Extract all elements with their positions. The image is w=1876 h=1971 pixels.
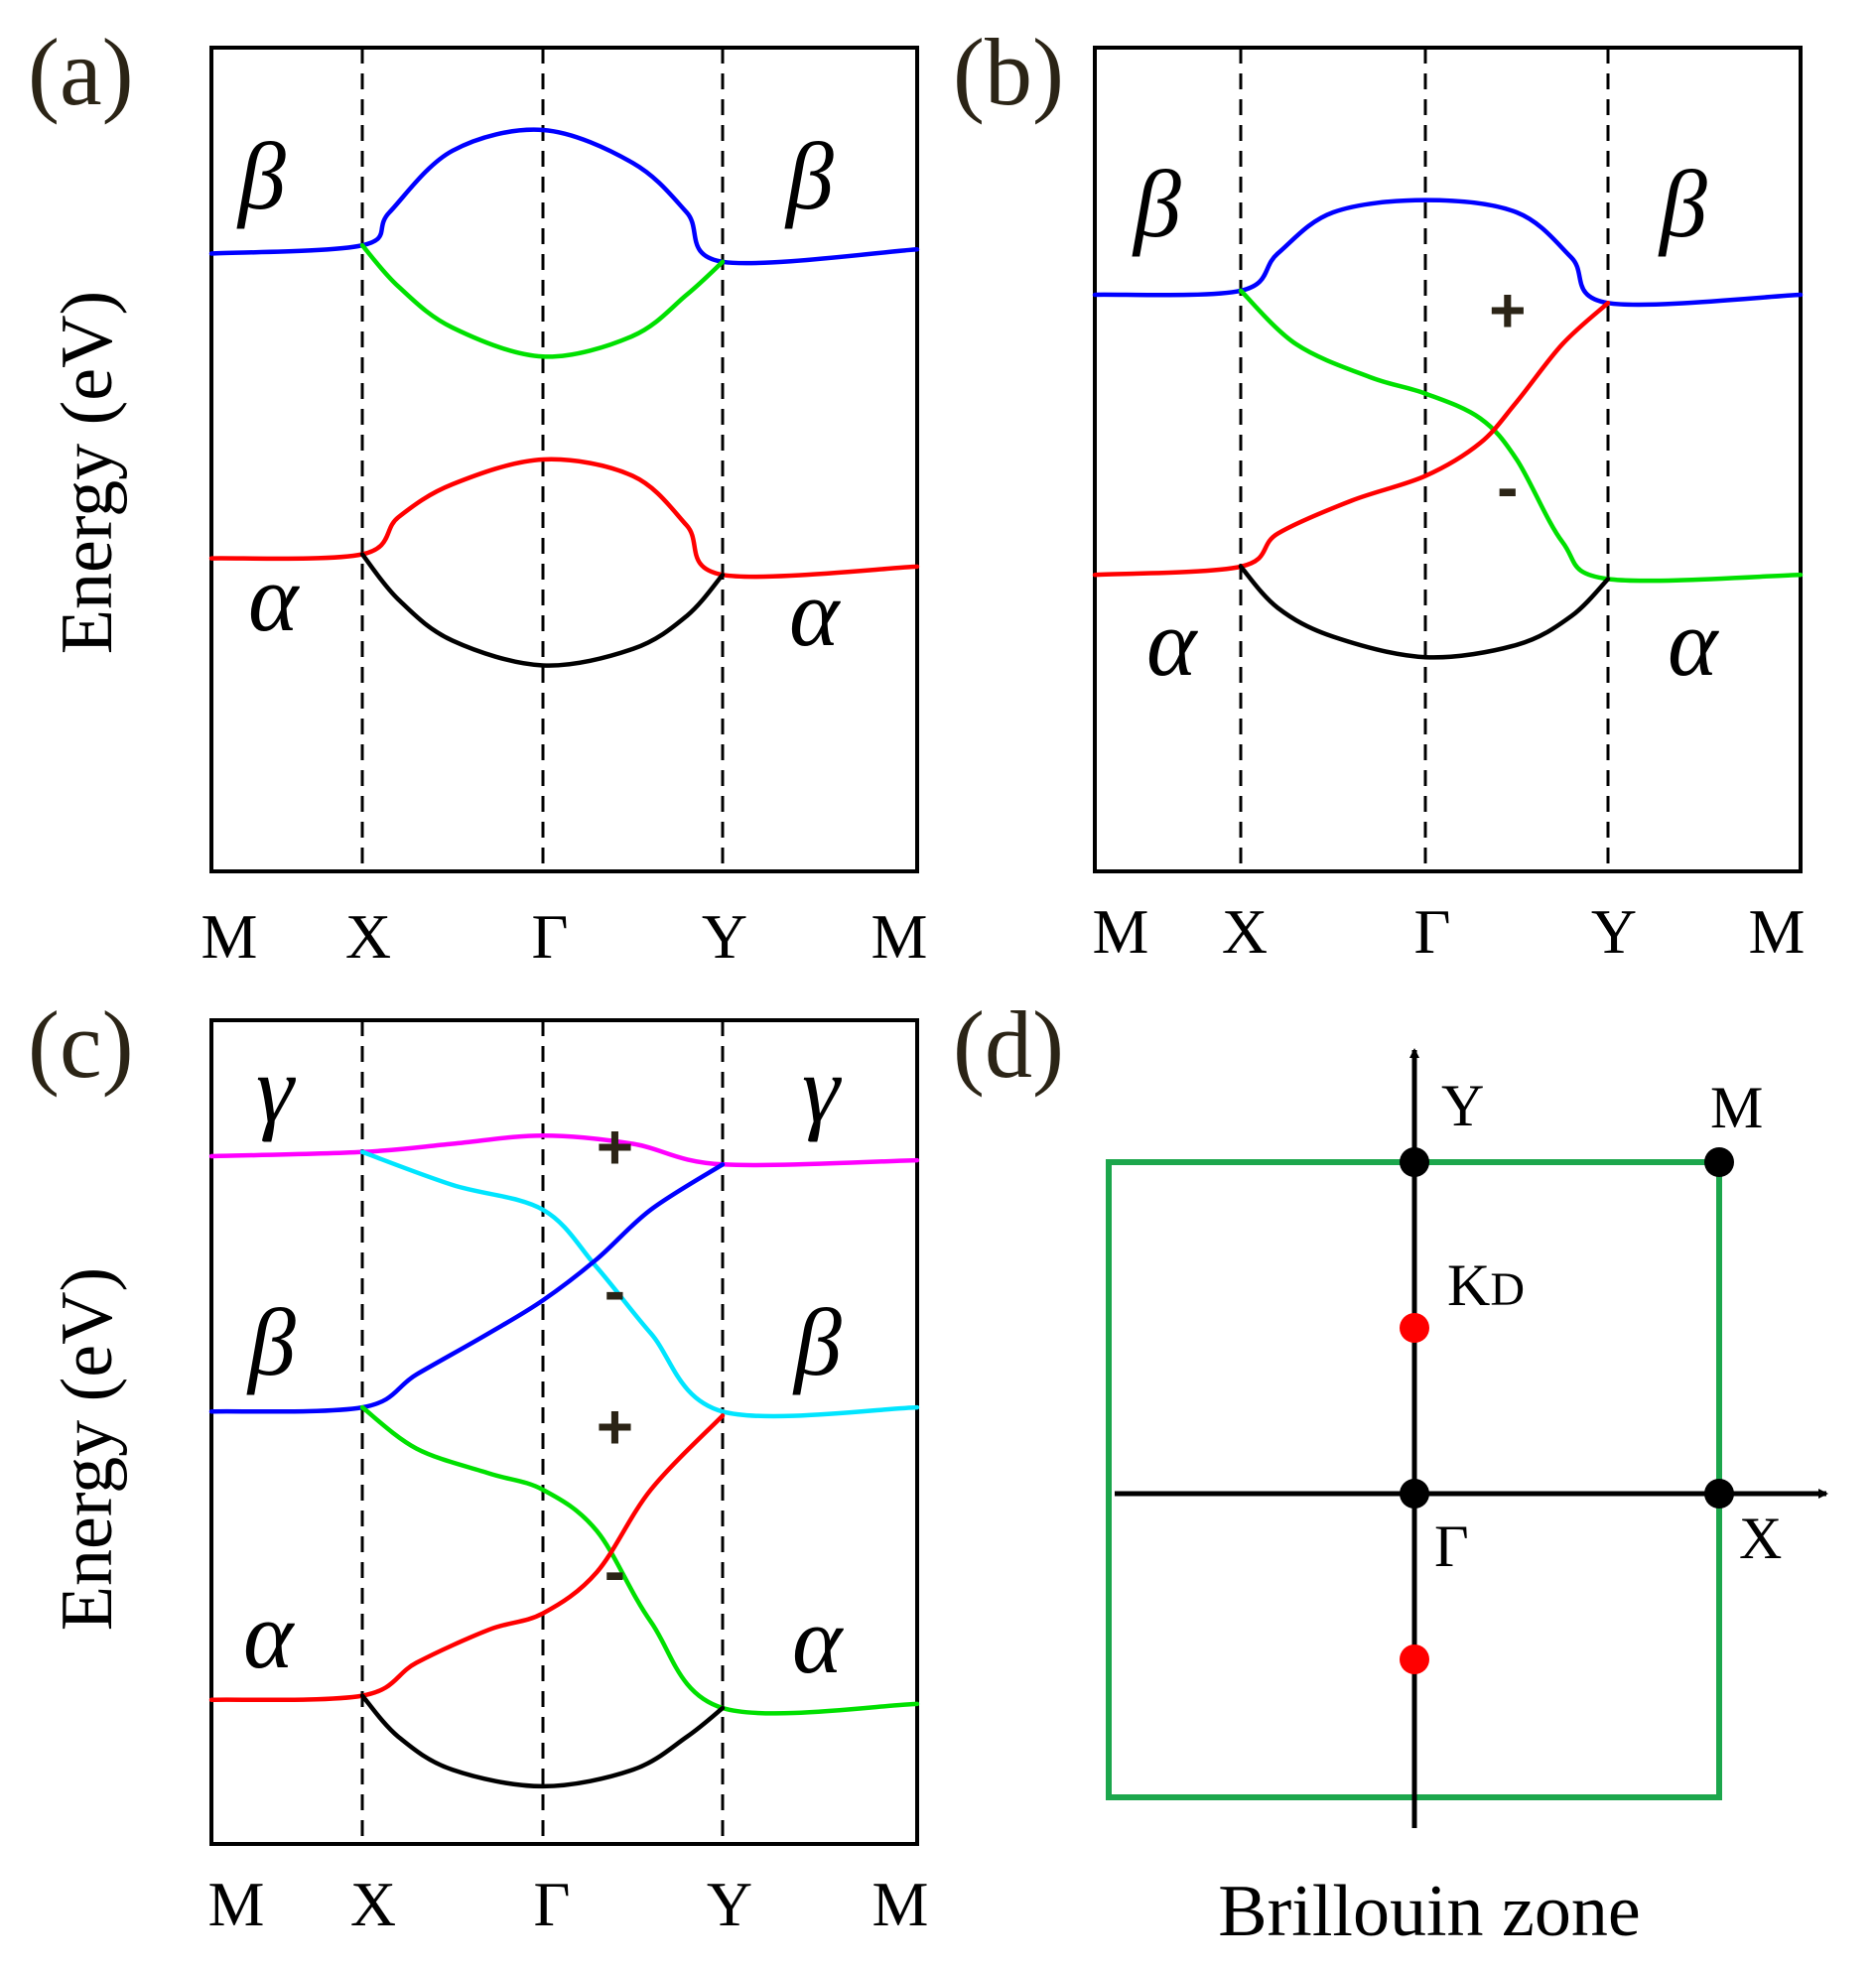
panel-c-parity-sign-1: - (604, 1255, 625, 1327)
bz-label-kd: KD (1447, 1252, 1525, 1318)
bz-label-k-subscript: D (1490, 1263, 1525, 1316)
panel-c-tick-m-right: M (872, 1869, 929, 1939)
panel-c-band-2 (208, 1162, 726, 1414)
panel-c-band-0 (208, 1132, 920, 1168)
panel-b-tick-m-right: M (1749, 896, 1806, 967)
bz-point-x (1704, 1479, 1734, 1509)
panel-a-label-beta-right: β (784, 123, 834, 229)
panel-c-tick-x: X (350, 1869, 396, 1939)
panel-c-band-3 (359, 1404, 920, 1716)
panel-c-label-gamma-left: γ (256, 1036, 296, 1142)
panel-b-frame (1093, 46, 1803, 873)
panel-c-label-gamma-right: γ (802, 1036, 842, 1142)
panel-c-frame (209, 1018, 919, 1846)
panel-c-tick-y: Y (707, 1869, 752, 1939)
panel-a-tick-gamma: Γ (532, 901, 569, 972)
bz-label-gamma: Γ (1434, 1513, 1469, 1579)
panel-c-band-structure: + - + - M X Γ Y M γ γ β β α α (208, 1018, 929, 1939)
panel-c-parity-sign-0: + (597, 1111, 633, 1182)
panel-a-frame (209, 46, 919, 873)
panel-b-label-beta-left: β (1132, 151, 1181, 257)
bz-label-x: X (1739, 1506, 1782, 1571)
panel-c-label-beta-right: β (792, 1289, 842, 1395)
panel-c-band-5 (359, 1693, 726, 1789)
bz-point-m (1704, 1147, 1734, 1177)
y-axis-label-bottom: Energy (eV) (47, 1267, 128, 1631)
panel-c-parity-sign-3: - (604, 1535, 625, 1607)
bz-point-dirac-lower (1400, 1644, 1429, 1674)
panel-b-band-2 (1092, 301, 1611, 578)
panel-c-band-1 (359, 1149, 920, 1419)
bz-label-k: K (1447, 1252, 1490, 1318)
panel-d-brillouin-zone: Y M KD Γ X Brillouin zone (1106, 1048, 1828, 1952)
bz-point-gamma (1400, 1479, 1429, 1509)
panel-a-tick-x: X (345, 901, 391, 972)
panel-a-band-structure: M X Γ Y M β β α α (201, 46, 928, 972)
panel-b-parity-sign-0: + (1489, 274, 1526, 345)
panel-b-label-beta-right: β (1658, 151, 1707, 257)
panel-a-band-3 (359, 552, 726, 668)
panel-a-label-alpha-left: α (248, 545, 300, 651)
panel-b-band-structure: + - M X Γ Y M β β α α (1092, 46, 1806, 967)
bz-title: Brillouin zone (1218, 1871, 1640, 1952)
panel-b-label: (b) (953, 19, 1064, 125)
bz-point-dirac-upper (1400, 1313, 1429, 1343)
panel-b-tick-y: Y (1591, 896, 1637, 967)
panel-c-label-alpha-right: α (792, 1587, 844, 1693)
panel-c-parity-sign-2: + (597, 1391, 633, 1463)
panel-a-label: (a) (28, 19, 134, 125)
panel-c-label-beta-left: β (246, 1289, 296, 1395)
panel-a-band-1 (359, 242, 726, 359)
y-axis-label-top: Energy (eV) (47, 291, 128, 654)
panel-c-label: (c) (28, 991, 134, 1098)
panel-d-label: (d) (953, 991, 1064, 1098)
panel-a-tick-y: Y (702, 901, 747, 972)
panel-b-tick-x: X (1222, 896, 1268, 967)
bz-label-m: M (1710, 1075, 1763, 1140)
bz-label-y: Y (1441, 1073, 1484, 1138)
panel-b-tick-m-left: M (1093, 896, 1149, 967)
panel-c-tick-gamma: Γ (534, 1869, 571, 1939)
panel-a-tick-m-right: M (871, 901, 928, 972)
panel-b-parity-sign-1: - (1497, 452, 1518, 523)
bz-point-y (1400, 1147, 1429, 1177)
panel-a-label-beta-left: β (236, 123, 286, 229)
panel-b-label-alpha-left: α (1146, 590, 1198, 696)
panel-b-tick-gamma: Γ (1414, 896, 1451, 967)
panel-b-label-alpha-right: α (1668, 590, 1719, 696)
panel-c-label-alpha-left: α (243, 1582, 295, 1688)
panel-c-tick-m-left: M (208, 1869, 265, 1939)
panel-a-label-alpha-right: α (789, 560, 841, 666)
panel-a-tick-m-left: M (201, 901, 258, 972)
panel-b-band-3 (1238, 564, 1611, 660)
